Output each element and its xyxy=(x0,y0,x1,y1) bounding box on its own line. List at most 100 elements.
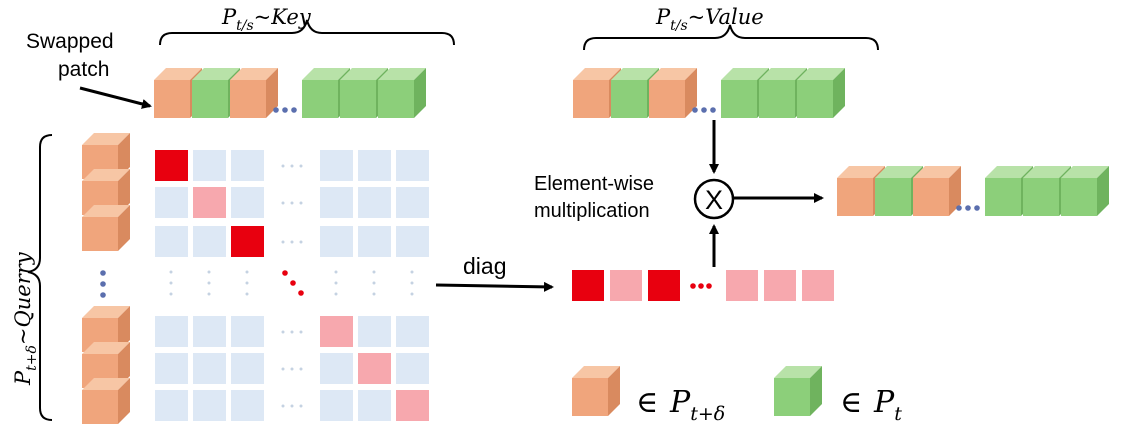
diag-vector-cell-5 xyxy=(764,270,796,301)
output-cube-6 xyxy=(1061,166,1109,216)
legend-green-in: ∈ xyxy=(840,385,862,420)
legend-orange-cube xyxy=(572,366,620,416)
value-ellipsis xyxy=(692,107,716,113)
swapped-patch-label-line1: Swapped xyxy=(26,30,114,53)
matrix-cell xyxy=(320,187,353,218)
query-patch-column xyxy=(82,133,130,424)
query-cube-2 xyxy=(82,205,130,251)
matrix-diagonal-cell xyxy=(155,150,188,181)
matrix-vertical-ellipsis xyxy=(410,270,414,296)
value-cube-2 xyxy=(649,68,697,118)
matrix-cell xyxy=(320,353,353,384)
swapped-patch-label-line2: patch xyxy=(58,58,109,81)
matrix-cell xyxy=(155,390,188,421)
matrix-cell xyxy=(320,226,353,257)
legend-green-label: Pt xyxy=(873,385,902,425)
diag-vector-cell-2 xyxy=(648,270,680,301)
diag-vector-cell-0 xyxy=(572,270,604,301)
attention-matrix xyxy=(155,150,429,421)
key-cube-2 xyxy=(230,68,278,118)
matrix-cell xyxy=(358,316,391,347)
matrix-cell xyxy=(320,150,353,181)
multiply-operator-circle xyxy=(693,178,735,220)
matrix-cell xyxy=(155,316,188,347)
diag-vector xyxy=(572,270,834,301)
diag-vector-cell-6 xyxy=(802,270,834,301)
matrix-cell xyxy=(155,187,188,218)
query-label: Pt+δ~Querry xyxy=(11,251,40,386)
matrix-cell xyxy=(231,390,264,421)
value-patch-row xyxy=(573,68,845,118)
legend-orange-label: Pt+δ xyxy=(669,385,725,425)
matrix-diagonal-cell xyxy=(231,226,264,257)
elementwise-label-line2: multiplication xyxy=(534,200,650,222)
output-ellipsis xyxy=(956,205,980,211)
value-label: Pt/s~Value xyxy=(655,5,764,34)
matrix-cell xyxy=(193,316,226,347)
matrix-cell xyxy=(396,187,429,218)
diag-arrow xyxy=(435,281,554,292)
matrix-vertical-ellipsis xyxy=(169,270,173,296)
matrix-cell xyxy=(231,187,264,218)
matrix-cell xyxy=(155,353,188,384)
legend: ∈ Pt+δ ∈ Pt xyxy=(572,366,902,425)
matrix-cell xyxy=(396,316,429,347)
matrix-cell xyxy=(396,150,429,181)
diag-label: diag xyxy=(463,253,506,279)
matrix-cell xyxy=(231,353,264,384)
matrix-cell xyxy=(358,150,391,181)
legend-orange-cube-shape xyxy=(572,366,620,416)
matrix-diag-ellipsis xyxy=(282,270,304,296)
swapped-patch-arrow xyxy=(79,86,152,109)
matrix-row-ellipsis xyxy=(281,367,303,371)
matrix-diagonal-cell xyxy=(193,187,226,218)
key-label: Pt/s~Key xyxy=(221,5,312,34)
matrix-row-ellipsis xyxy=(281,164,303,168)
matrix-row-ellipsis xyxy=(281,330,303,334)
query-cube-4 xyxy=(82,306,130,352)
matrix-cell xyxy=(358,187,391,218)
matrix-vertical-ellipsis xyxy=(372,270,376,296)
matrix-row-ellipsis xyxy=(281,240,303,244)
output-patch-row xyxy=(837,166,1109,216)
matrix-cell xyxy=(396,353,429,384)
output-cube-2 xyxy=(913,166,961,216)
key-cube-6 xyxy=(378,68,426,118)
key-ellipsis xyxy=(273,107,297,113)
matrix-cell xyxy=(396,226,429,257)
matrix-vertical-ellipsis xyxy=(207,270,211,296)
matrix-cell xyxy=(231,316,264,347)
matrix-cell xyxy=(358,226,391,257)
matrix-cell xyxy=(155,226,188,257)
matrix-diagonal-cell xyxy=(358,353,391,384)
query-brace xyxy=(27,134,53,421)
diag-vector-cell-1 xyxy=(610,270,642,301)
matrix-cell xyxy=(193,150,226,181)
matrix-diagonal-cell xyxy=(396,390,429,421)
diag-vector-cell-4 xyxy=(726,270,758,301)
legend-orange-in: ∈ xyxy=(636,385,658,420)
matrix-cell xyxy=(193,353,226,384)
matrix-cell xyxy=(320,390,353,421)
key-brace xyxy=(159,19,455,46)
legend-green-cube xyxy=(774,366,822,416)
value-cube-6 xyxy=(797,68,845,118)
multiply-operator-symbol: X xyxy=(705,185,723,215)
matrix-vertical-ellipsis xyxy=(334,270,338,296)
query-cube-6 xyxy=(82,378,130,424)
elementwise-label-line1: Element-wise xyxy=(534,173,654,195)
query-ellipsis xyxy=(100,270,106,298)
key-patch-row xyxy=(154,68,426,118)
matrix-cell xyxy=(193,226,226,257)
matrix-row-ellipsis xyxy=(281,404,303,408)
matrix-cell xyxy=(193,390,226,421)
matrix-vertical-ellipsis xyxy=(245,270,249,296)
matrix-row-ellipsis xyxy=(281,201,303,205)
matrix-diagonal-cell xyxy=(320,316,353,347)
matrix-cell xyxy=(231,150,264,181)
value-brace xyxy=(583,24,879,51)
legend-green-cube-shape xyxy=(774,366,822,416)
matrix-cell xyxy=(358,390,391,421)
